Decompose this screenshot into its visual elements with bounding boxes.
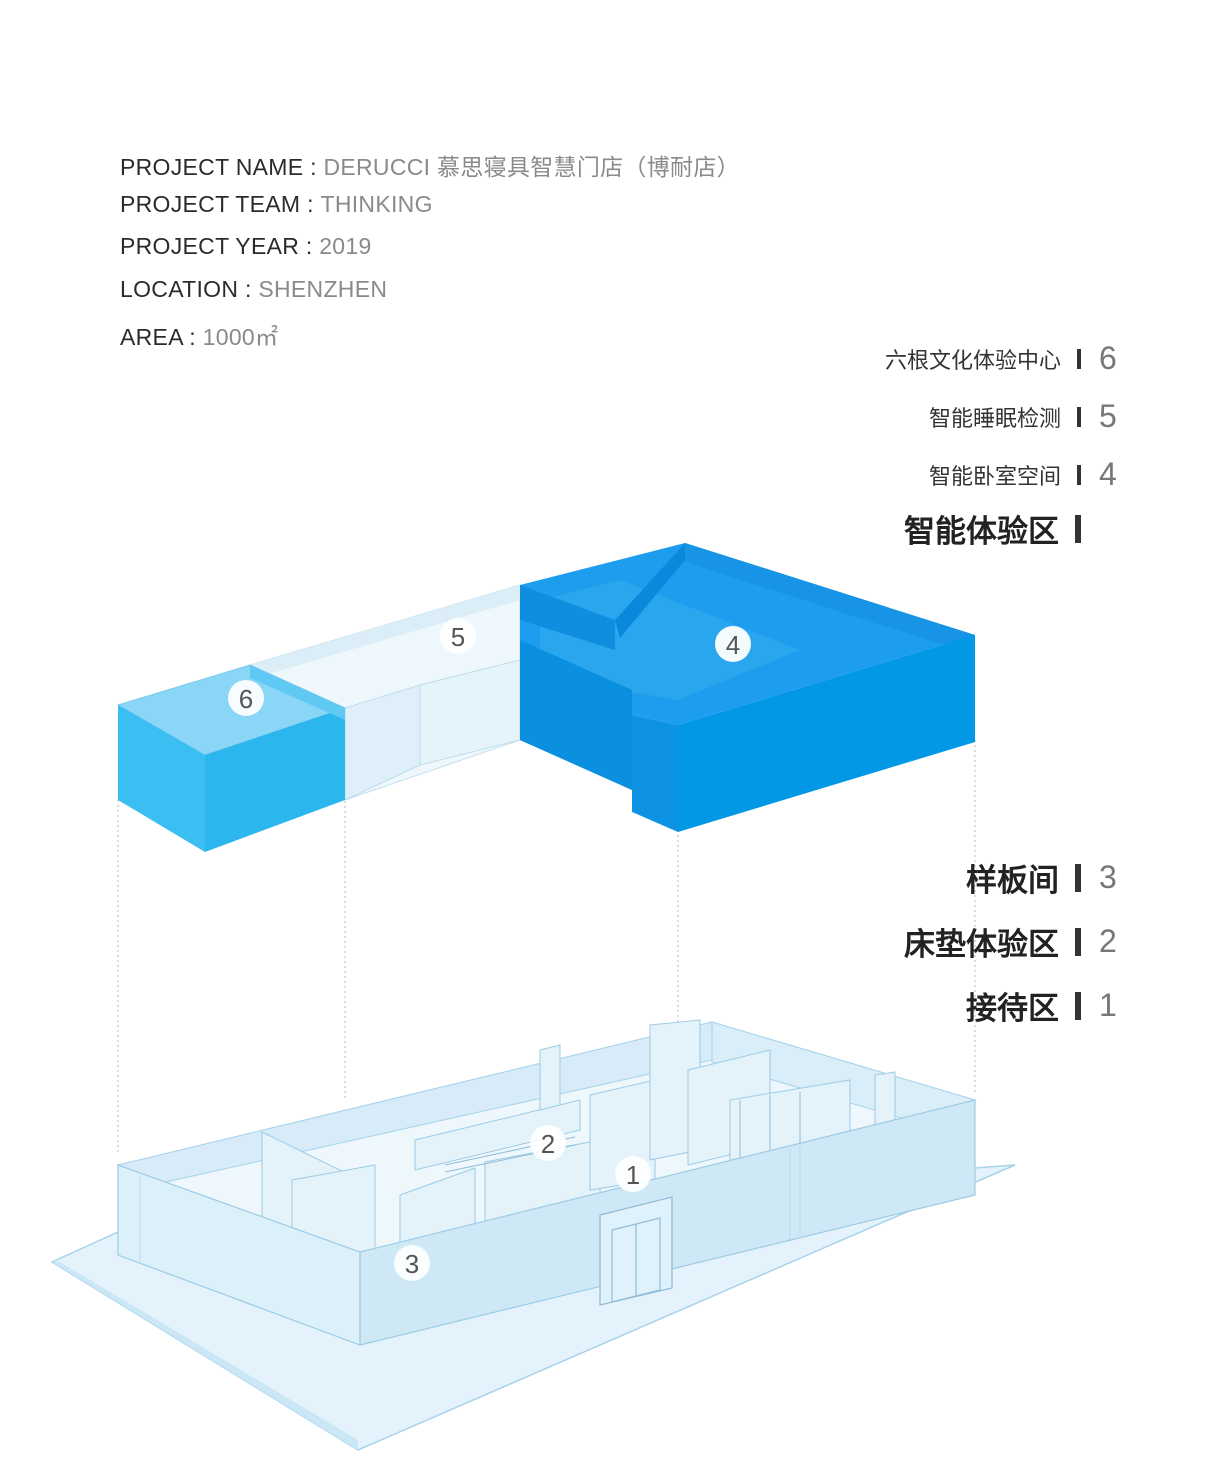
marker-2: 2 [530, 1125, 566, 1161]
legend-divider [1077, 464, 1081, 485]
legend-item-1: 接待区 1 [966, 987, 1117, 1026]
info-row-project-name: PROJECT NAME : DERUCCI 慕思寝具智慧门店（博耐店） [120, 154, 740, 180]
svg-text:4: 4 [726, 630, 740, 660]
marker-5: 5 [440, 618, 476, 654]
legend-item-3: 样板间 3 [966, 859, 1117, 898]
svg-text:1: 1 [626, 1160, 640, 1190]
zone-6-volume [116, 664, 347, 852]
legend-divider [1075, 863, 1081, 892]
zone-4-volume [520, 543, 975, 832]
svg-text:2: 2 [541, 1129, 555, 1159]
legend-divider [1077, 348, 1081, 369]
legend-divider [1075, 927, 1081, 956]
info-row-location: LOCATION : SHENZHEN [120, 275, 388, 302]
info-row-project-team: PROJECT TEAM : THINKING [120, 190, 433, 217]
marker-6: 6 [228, 680, 264, 716]
marker-1: 1 [615, 1156, 651, 1192]
entrance-door [599, 1196, 673, 1306]
legend-divider [1075, 991, 1081, 1020]
info-row-area: AREA : 1000㎡ [120, 324, 279, 350]
legend-item-6: 六根文化体验中心 6 [884, 340, 1117, 376]
legend-item-4: 智能卧室空间 4 [928, 456, 1117, 492]
project-info: PROJECT NAME : DERUCCI 慕思寝具智慧门店（博耐店） PRO… [120, 148, 740, 361]
legend-divider [1077, 406, 1081, 427]
svg-text:6: 6 [239, 684, 253, 714]
svg-text:3: 3 [405, 1249, 419, 1279]
ground-floor [50, 1019, 1016, 1451]
legend-divider [1075, 514, 1081, 543]
svg-text:5: 5 [451, 622, 465, 652]
marker-4: 4 [715, 626, 751, 662]
legend-heading-smart-zone: 智能体验区 [904, 506, 1119, 551]
legend-item-5: 智能睡眠检测 5 [928, 398, 1117, 434]
legend-item-2: 床垫体验区 2 [904, 923, 1117, 962]
marker-3: 3 [394, 1245, 430, 1281]
info-row-project-year: PROJECT YEAR : 2019 [120, 233, 372, 259]
